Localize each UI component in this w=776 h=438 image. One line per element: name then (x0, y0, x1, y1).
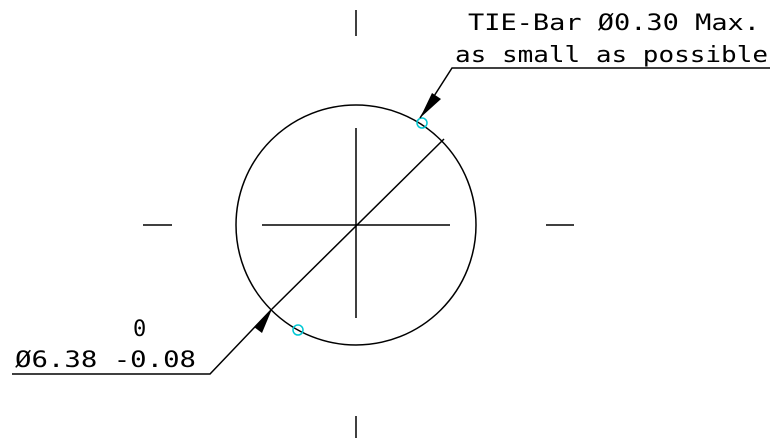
diameter-line (271, 138, 445, 310)
tie-bar-marker-bottom (292, 324, 304, 336)
diameter-leader (12, 308, 273, 375)
tie-bar-leader (419, 67, 770, 119)
tie-bar-note-line1: TIE-Bar Ø0.30 Max. (468, 11, 760, 36)
diameter-arrowhead (254, 309, 272, 333)
tie-bar-marker-top (416, 117, 428, 129)
tie-bar-note-line2: as small as possible (455, 43, 768, 68)
diameter-dimension-label: Ø6.38 -0.08 (15, 348, 196, 373)
tie-bar-arrowhead (420, 93, 441, 118)
hole-outline-circle (235, 104, 477, 346)
diameter-upper-tolerance: 0 (133, 317, 146, 342)
